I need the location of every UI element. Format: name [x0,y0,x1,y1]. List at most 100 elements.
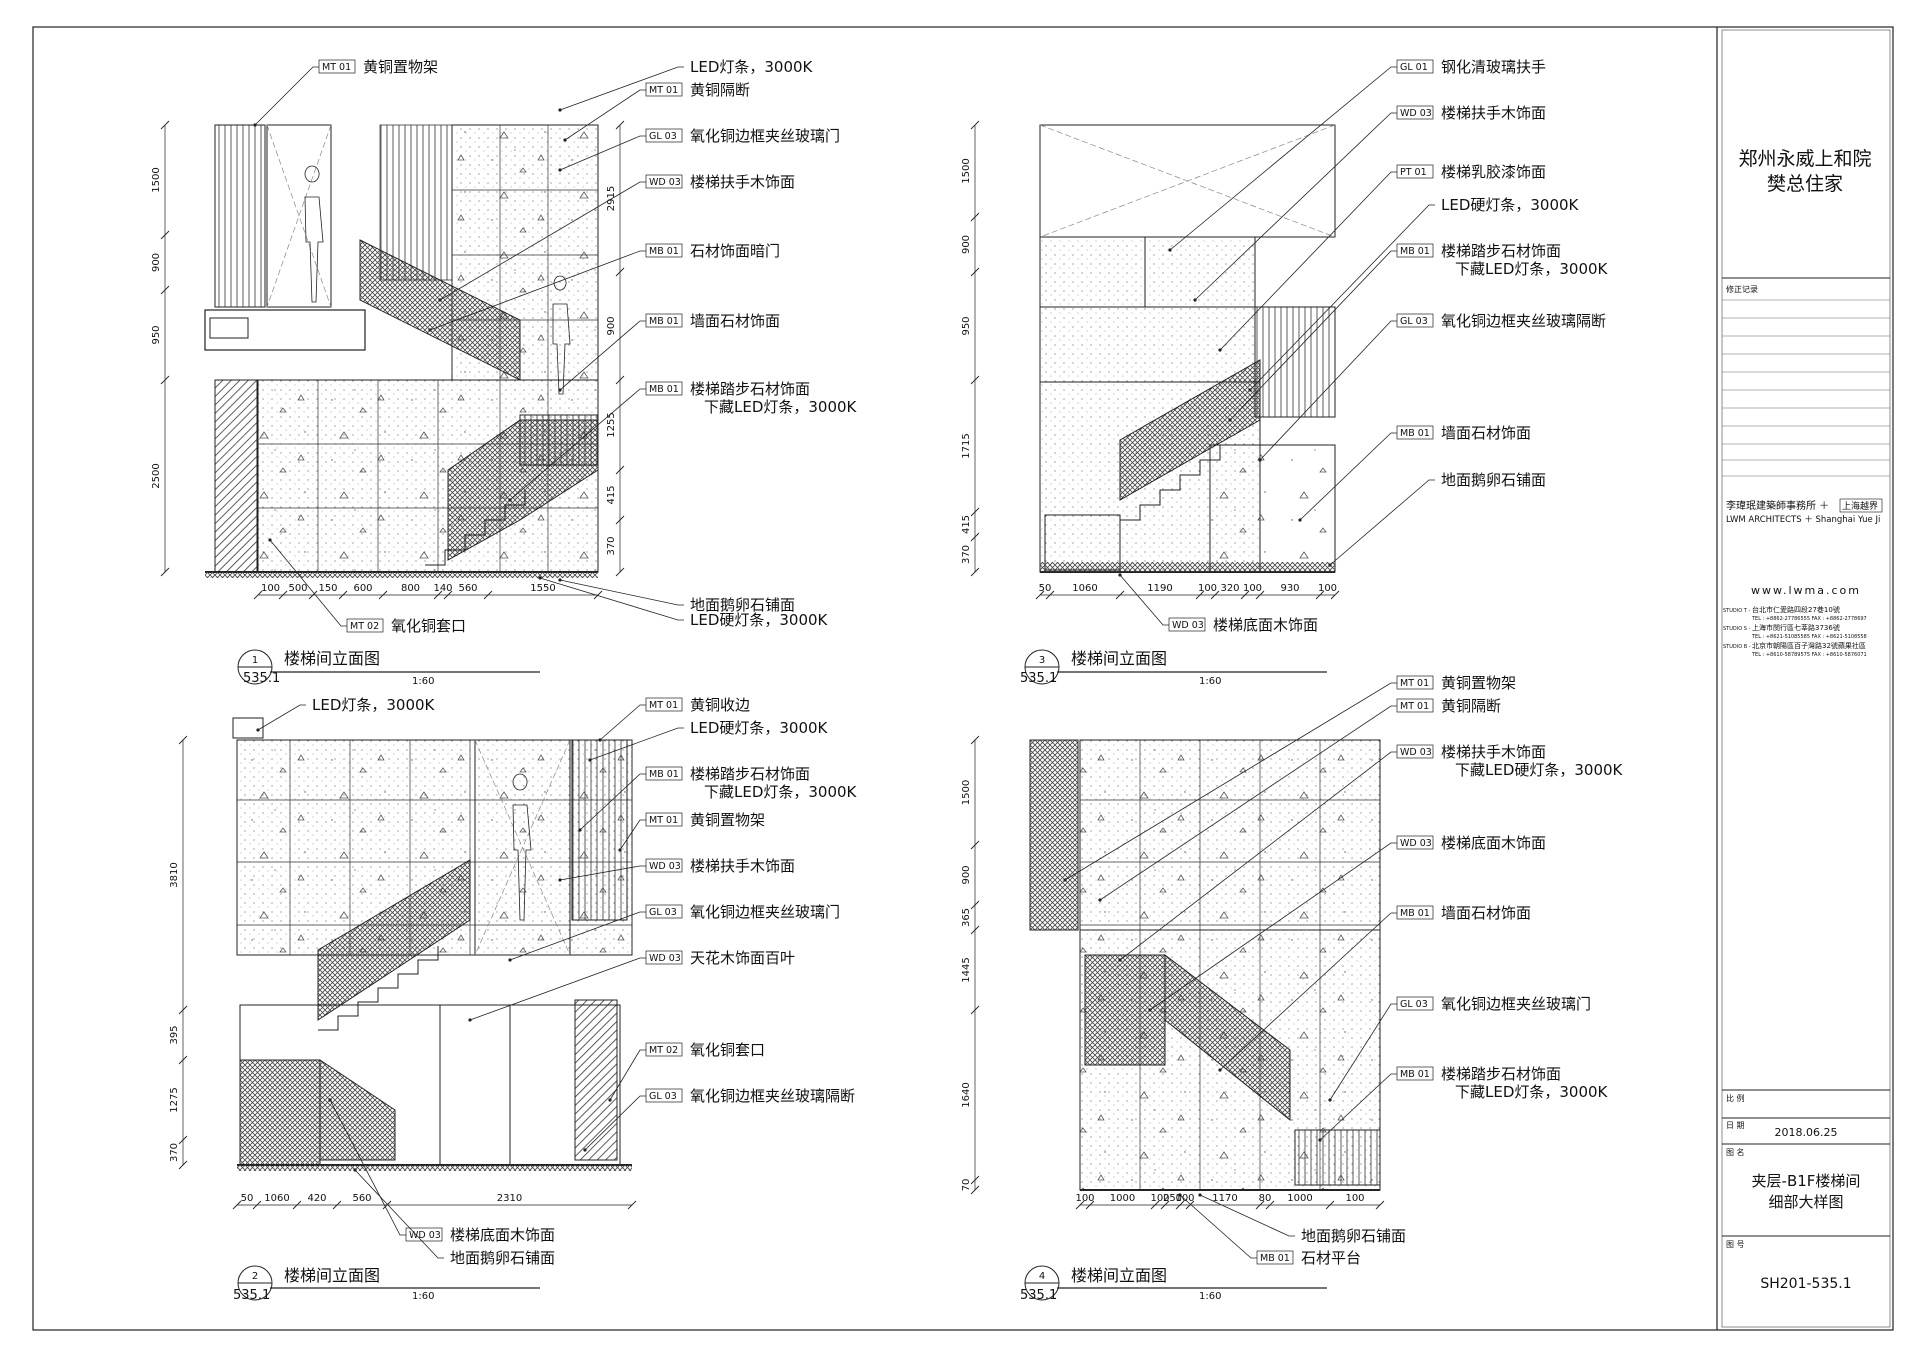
dim-v3-vert-4: 1715 [961,433,972,458]
callout-v1-8-text2: 下藏LED灯条，3000K [704,398,858,416]
dim-v1-horiz-1: 100 [261,583,280,594]
elevation-view-2 [232,717,633,1171]
callout-v2-3: LED硬灯条，3000K [588,719,829,762]
callout-v2-9-tag-box [645,1042,683,1057]
dim-v4-horiz-5: 100 [1175,1193,1194,1204]
callout-v1-7-dot [558,388,562,392]
callout-v2-6-text: 楼梯扶手木饰面 [690,857,795,875]
dim-v4-horiz-7: 80 [1259,1193,1272,1204]
callout-v4-6-dot [1328,1098,1332,1102]
callout-v3-6-text: 氧化铜边框夹丝玻璃隔断 [1441,312,1606,330]
dim-v4-horiz-6: 1170 [1212,1193,1237,1204]
callout-v4-1-tag: MT 01 [1400,678,1429,689]
dim-v4-horiz-8: 1000 [1287,1193,1312,1204]
callout-v1-5-tag-box [645,174,683,189]
callout-v3-7-leader [1299,432,1397,521]
dim-v4-horiz-1: 100 [1075,1193,1094,1204]
callout-v2-11-tag: WD 03 [409,1230,441,1241]
studio-t-tag: STUDIO T - [1723,608,1750,614]
callout-v4-6-leader [1329,1003,1397,1101]
dim-v3-horiz-4: 100 [1198,583,1217,594]
callout-v4-1-leader [1064,682,1397,881]
dim-v1-horiz-3: 150 [318,583,337,594]
callout-v4-8-dot [1198,1193,1202,1197]
callout-v4-5-dot [1218,1068,1222,1072]
callout-v4-9-dot [1178,1193,1182,1197]
callout-v4-3-dot [1118,958,1122,962]
callout-v1-8-dot [508,498,512,502]
callout-v4-5-text: 墙面石材饰面 [1441,904,1531,922]
callout-v2-8-tag-box [645,950,683,965]
callout-v2-11-text: 楼梯底面木饰面 [450,1226,555,1244]
callout-v3-1-leader [1169,66,1397,251]
callout-v4-8-leader [1199,1194,1295,1237]
callout-v3-6-dot [1258,458,1262,462]
callout-v2-2-dot [598,738,602,742]
callout-v1-8-tag: MB 01 [649,384,679,395]
scale-label: 比 例 [1726,1093,1745,1103]
callout-v1-2-leader [559,66,684,111]
callout-v4-2-leader [1099,705,1397,901]
callout-v2-9-tag: MT 02 [649,1045,678,1056]
callout-v1-1-tag: MT 01 [322,62,351,73]
callout-v1-9-leader [559,579,684,606]
callout-v2-7-tag: GL 03 [649,907,677,918]
callout-v1-6-tag: MB 01 [649,246,679,257]
revision-label: 修正记录 [1726,284,1758,294]
dim-v3-horiz-8: 100 [1318,583,1337,594]
dim-v3-horiz-5: 320 [1220,583,1239,594]
callout-v2-7-text: 氧化铜边框夹丝玻璃门 [690,903,840,921]
dim-v2-vert-3: 1275 [169,1087,180,1112]
callout-v4-6-tag: GL 03 [1400,999,1428,1010]
view-2-number: 2 [252,1271,258,1282]
callout-v2-4-tag: MB 01 [649,769,679,780]
callout-v2-2-leader [599,704,646,741]
callout-v1-10-text: LED硬灯条，3000K [690,611,829,629]
view-1-scale: 1:60 [412,676,434,687]
callout-v3-6-tag: GL 03 [1400,316,1428,327]
callout-v1-5-leader [439,181,646,301]
callout-v2-12-dot [353,1168,357,1172]
callout-v3-1-tag: GL 01 [1400,62,1428,73]
dim-v1-horiz-2: 500 [288,583,307,594]
dim-v1-vert_r-3: 1255 [606,412,617,437]
callout-v2-2-tag-box [645,697,683,712]
view-3-number: 3 [1039,655,1045,666]
callout-v3-8-leader [1329,479,1435,566]
callout-v1-10-dot [538,576,542,580]
dim-v2-vert-4: 370 [169,1143,180,1162]
callout-v4-4-tag: WD 03 [1400,838,1432,849]
firm-info: 李瑋珉建築師事務所 ＋ 上海越界 LWM ARCHITECTS ＋ Shangh… [1723,498,1883,658]
date-value: 2018.06.25 [1775,1126,1838,1139]
callout-v1-1-leader [254,66,319,126]
callout-v4-3-tag: WD 03 [1400,747,1432,758]
firm-website: www.lwma.com [1751,584,1861,597]
callout-v1-8-leader [509,388,646,501]
firm-partner-cn: 上海越界 [1842,500,1878,512]
dim-v3-vert-6: 370 [961,545,972,564]
dim-v4-vert-1: 1500 [961,780,972,805]
callout-v4-4-tag-box [1396,835,1434,850]
callout-v2-7-leader [509,911,646,961]
callout-v4-4-dot [1148,1008,1152,1012]
callout-v2-5-text: 黄铜置物架 [690,811,765,829]
callout-v2-1-dot [256,728,260,732]
view-2-scale: 1:60 [412,1291,434,1302]
callout-v2-2-tag: MT 01 [649,700,678,711]
dim-v4-vert-3: 365 [961,908,972,927]
dim-v1-horiz-8: 1550 [530,583,555,594]
drawing-name-line2: 细部大样图 [1768,1193,1843,1211]
studio-t-addr: 台北市仁愛路四段27巷10號 [1752,605,1840,614]
view-1-sheet: 535.1 [243,671,280,686]
callout-v3-4-leader [1249,204,1435,391]
dim-v1-vert-1: 1500 [151,167,162,192]
dim-v4-vert-4: 1445 [961,957,972,982]
dim-v2-horiz-2: 1060 [264,1193,289,1204]
studio-b-tag: STUDIO B - [1723,644,1751,650]
